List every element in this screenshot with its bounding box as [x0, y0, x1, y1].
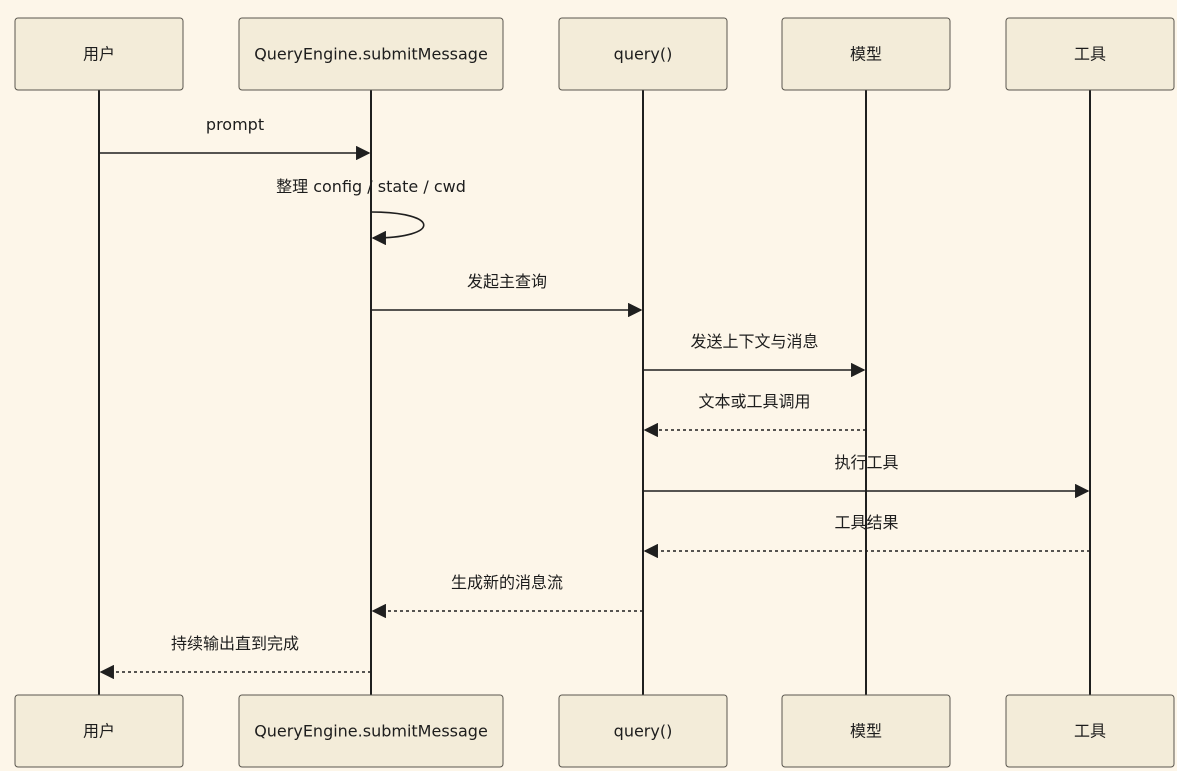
participant-label: 用户: [83, 45, 115, 64]
message-label: 执行工具: [834, 453, 898, 472]
message-7: 工具结果: [643, 513, 1090, 559]
participant-box: [1005, 17, 1175, 91]
participant-box: [14, 17, 184, 91]
message-label: 整理 config / state / cwd: [276, 177, 466, 196]
message-label: 持续输出直到完成: [171, 634, 299, 653]
participant-engine-top: QueryEngine.submitMessage: [238, 17, 504, 91]
participant-box: [238, 17, 504, 91]
participant-box: [781, 694, 951, 768]
participant-user-top: 用户: [14, 17, 184, 91]
participant-box: [1005, 694, 1175, 768]
participant-label: query(): [614, 45, 673, 64]
message-6: 执行工具: [643, 453, 1090, 499]
participant-tool-bottom: 工具: [1005, 694, 1175, 768]
message-label: 工具结果: [834, 513, 898, 532]
message-3: 发起主查询: [371, 272, 643, 318]
participant-query-top: query(): [558, 17, 728, 91]
message-label: 发起主查询: [467, 272, 547, 291]
participant-label: query(): [614, 722, 673, 741]
participant-label: 用户: [83, 722, 115, 741]
participant-engine-bottom: QueryEngine.submitMessage: [238, 694, 504, 768]
participant-box: [238, 694, 504, 768]
message-4: 发送上下文与消息: [643, 332, 866, 378]
participant-user-bottom: 用户: [14, 694, 184, 768]
message-label: prompt: [206, 115, 264, 134]
message-1: prompt: [99, 115, 371, 161]
message-2: 整理 config / state / cwd: [276, 177, 466, 246]
participant-label: 工具: [1074, 722, 1106, 741]
participant-box: [558, 694, 728, 768]
self-call-arrow: [370, 211, 425, 246]
participant-query-bottom: query(): [558, 694, 728, 768]
message-label: 生成新的消息流: [451, 573, 563, 592]
participant-label: QueryEngine.submitMessage: [254, 45, 488, 64]
participant-tool-top: 工具: [1005, 17, 1175, 91]
participant-model-top: 模型: [781, 17, 951, 91]
message-5: 文本或工具调用: [643, 392, 866, 438]
participant-box: [14, 694, 184, 768]
participant-label: 模型: [850, 722, 882, 741]
participant-model-bottom: 模型: [781, 694, 951, 768]
message-label: 发送上下文与消息: [690, 332, 818, 351]
participant-label: 工具: [1074, 45, 1106, 64]
message-label: 文本或工具调用: [698, 392, 810, 411]
participant-label: QueryEngine.submitMessage: [254, 722, 488, 741]
participant-label: 模型: [850, 45, 882, 64]
message-8: 生成新的消息流: [371, 573, 643, 619]
message-9: 持续输出直到完成: [99, 634, 371, 680]
participant-box: [558, 17, 728, 91]
participant-box: [781, 17, 951, 91]
